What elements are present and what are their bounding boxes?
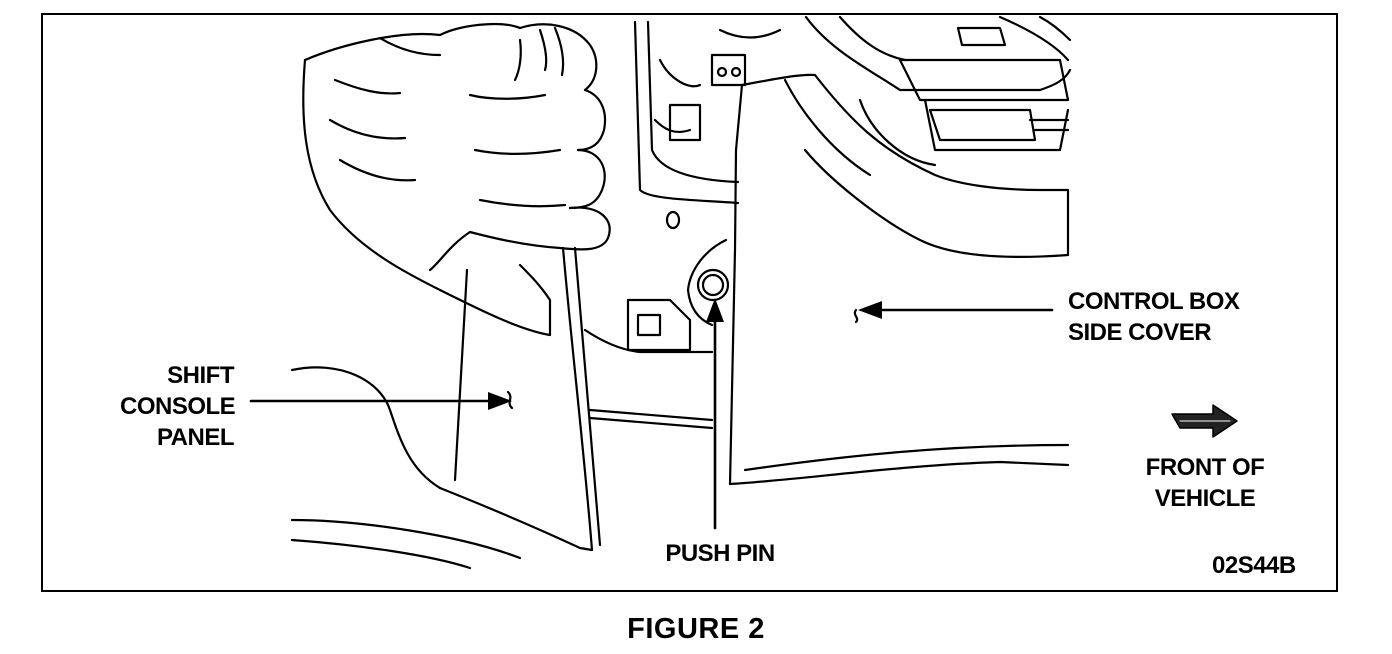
label-line: CONTROL BOX	[1068, 288, 1240, 315]
label-push-pin: PUSH PIN	[640, 538, 800, 569]
label-control-box-side-cover: CONTROL BOX SIDE COVER	[1068, 286, 1240, 348]
label-front-of-vehicle: FRONT OF VEHICLE	[1120, 452, 1290, 514]
hand-drawing	[302, 22, 611, 337]
shift-console-panel-drawing	[438, 246, 602, 552]
label-shift-console-panel: SHIFT CONSOLE PANEL	[120, 360, 236, 453]
figure-code: 02S44B	[1212, 550, 1296, 581]
bracket-drawing	[583, 20, 782, 430]
dashboard-drawing	[804, 15, 1072, 167]
front-arrow-icon	[1171, 404, 1238, 438]
leader-arrows	[249, 298, 1054, 530]
figure-caption: FIGURE 2	[627, 613, 765, 645]
label-line: FRONT OF	[1145, 454, 1265, 481]
label-line: 02S44B	[1212, 552, 1296, 579]
control-box-side-cover-drawing	[728, 73, 1070, 486]
seat-drawing	[290, 366, 522, 570]
label-line: SIDE COVER	[1068, 319, 1212, 346]
label-line: PANEL	[156, 424, 235, 451]
label-line: SHIFT	[167, 362, 234, 389]
label-line: PUSH PIN	[665, 540, 775, 567]
label-line: VEHICLE	[1154, 485, 1256, 512]
label-line: CONSOLE	[120, 393, 236, 420]
